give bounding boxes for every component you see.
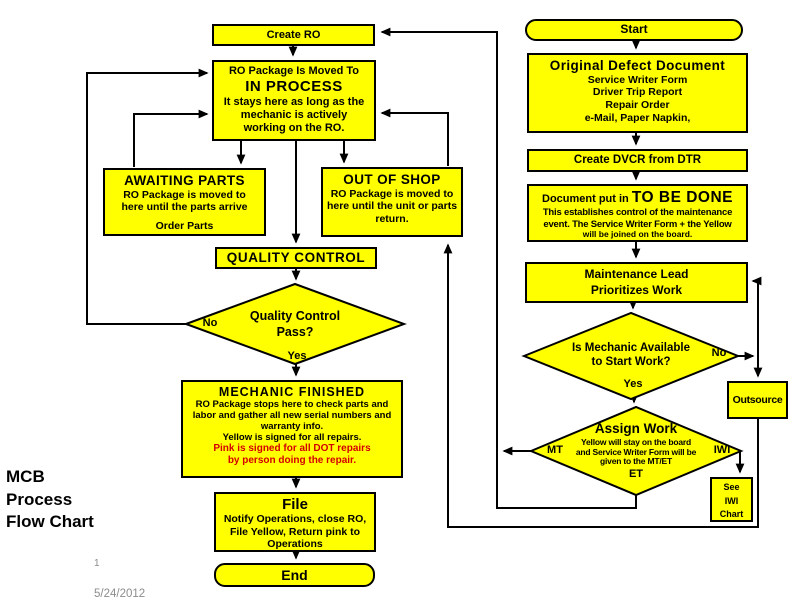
- file-body-line: File Yellow, Return pink to: [229, 525, 361, 538]
- to-be-done-node: Document put in TO BE DONE This establis…: [527, 184, 748, 242]
- assign-work-mt-label: MT: [547, 444, 563, 456]
- mechanic-available-question: Is Mechanic Available to Start Work?: [546, 341, 716, 370]
- mechanic-finished-body-line: labor and gather all new serial numbers …: [192, 410, 392, 422]
- maintenance-lead-label: Maintenance Lead Prioritizes Work: [584, 267, 688, 298]
- maintenance-lead-line: Prioritizes Work: [590, 282, 683, 297]
- original-defect-title: Original Defect Document: [549, 58, 726, 73]
- mechanic-finished-body-line: RO Package stops here to check parts and: [195, 399, 389, 411]
- start-label: Start: [620, 22, 648, 37]
- qc-yes-label: Yes: [287, 350, 307, 362]
- page-number: 1: [94, 558, 100, 569]
- mechanic-finished-body-line: warranty info.: [260, 421, 324, 433]
- qc-no-label: No: [202, 317, 218, 329]
- to-be-done-heading: Document put in TO BE DONE: [529, 189, 746, 207]
- edge-qc-no-to-in-process: [86, 68, 209, 325]
- assign-work-title: Assign Work: [594, 421, 678, 436]
- mechanic-finished-warning-line: Pink is signed for all DOT repairs: [213, 443, 371, 455]
- mechanic-finished-title: MECHANIC FINISHED: [218, 385, 366, 399]
- edge-outsource-to-out-of-shop: [443, 243, 759, 528]
- out-of-shop-body-line: RO Package is moved to: [330, 187, 454, 200]
- quality-control-label: QUALITY CONTROL: [226, 250, 366, 266]
- assign-work-body: Yellow will stay on the board and Servic…: [551, 437, 721, 467]
- maintenance-lead-node: Maintenance Lead Prioritizes Work: [525, 262, 748, 303]
- in-process-line1: RO Package Is Moved To: [228, 65, 359, 77]
- to-be-done-footnote: will be joined on the board.: [582, 228, 693, 239]
- edge-out-of-shop-to-in-process: [380, 108, 449, 166]
- original-defect-line: Driver Trip Report: [592, 86, 683, 99]
- assign-work-body-line: given to the MT/ET: [600, 456, 672, 467]
- mechanic-available-yes-label: Yes: [623, 378, 643, 390]
- file-title: File: [282, 496, 308, 513]
- mechanic-finished-warning-line: by person doing the repair.: [227, 454, 357, 466]
- slide-date: 5/24/2012: [94, 588, 146, 600]
- mechanic-finished-node: MECHANIC FINISHED RO Package stops here …: [181, 380, 403, 478]
- out-of-shop-title: OUT OF SHOP: [343, 172, 441, 187]
- assign-work-et-label: ET: [628, 468, 644, 480]
- maintenance-lead-line: Maintenance Lead: [584, 266, 689, 281]
- mechanic-available-question-line: Is Mechanic Available: [571, 342, 691, 354]
- assign-work-body-line: and Service Writer Form will be: [575, 446, 697, 457]
- edge-et-to-create-ro: [380, 27, 637, 509]
- mechanic-available-diamond: [521, 311, 741, 401]
- awaiting-parts-body-line: here until the parts arrive: [121, 201, 248, 214]
- awaiting-parts-node: AWAITING PARTS RO Package is moved to he…: [103, 168, 266, 236]
- outsource-label: Outsource: [732, 393, 783, 406]
- assign-work-body-line: Yellow will stay on the board: [581, 437, 691, 447]
- slide-title-line: Process: [6, 489, 73, 509]
- create-ro-node: Create RO: [212, 24, 375, 46]
- in-process-node: RO Package Is Moved To IN PROCESS It sta…: [212, 60, 376, 141]
- end-label: End: [281, 566, 308, 583]
- create-ro-label: Create RO: [266, 28, 321, 41]
- qc-pass-diamond: [183, 282, 407, 366]
- edge-awaiting-parts-to-in-process: [133, 109, 209, 167]
- file-body-line: Notify Operations, close RO,: [223, 513, 367, 526]
- end-node: End: [214, 563, 375, 587]
- slide-title: MCB Process Flow Chart: [6, 466, 166, 534]
- slide-title-line: Flow Chart: [6, 512, 94, 532]
- see-iwi-line: Chart: [719, 509, 744, 519]
- see-iwi-line: See: [723, 482, 740, 492]
- qc-pass-question-line: Pass?: [276, 324, 314, 339]
- awaiting-parts-body-line: RO Package is moved to: [123, 188, 246, 201]
- in-process-body-line: mechanic is actively: [240, 108, 348, 121]
- mechanic-available-no-label: No: [711, 347, 727, 359]
- file-body-line: Operations: [267, 538, 323, 550]
- out-of-shop-body-line: here until the unit or parts: [326, 200, 458, 213]
- create-dvcr-node: Create DVCR from DTR: [527, 149, 748, 172]
- to-be-done-body-line: This establishes control of the maintena…: [542, 207, 733, 219]
- awaiting-parts-title: AWAITING PARTS: [124, 173, 245, 188]
- mechanic-finished-body-line: Yellow is signed for all repairs.: [222, 432, 362, 444]
- qc-pass-question-line: Quality Control: [249, 309, 341, 323]
- outsource-node: Outsource: [727, 381, 788, 419]
- assign-work-iwi-label: IWI: [713, 444, 731, 456]
- in-process-body-line: working on the RO.: [243, 121, 345, 134]
- qc-pass-question: Quality Control Pass?: [215, 309, 375, 340]
- in-process-title: IN PROCESS: [245, 77, 343, 95]
- original-defect-line: Repair Order: [605, 99, 670, 112]
- start-node: Start: [525, 19, 743, 41]
- in-process-body-line: It stays here as long as the: [223, 95, 365, 108]
- out-of-shop-node: OUT OF SHOP RO Package is moved to here …: [321, 167, 463, 237]
- see-iwi-line: IWI: [724, 495, 739, 506]
- mechanic-available-question-line: to Start Work?: [591, 356, 671, 369]
- edge-loop-to-maintenance-lead: [751, 276, 762, 356]
- quality-control-node: QUALITY CONTROL: [215, 247, 377, 269]
- slide-title-line: MCB: [6, 467, 45, 486]
- create-dvcr-label: Create DVCR from DTR: [573, 153, 702, 166]
- to-be-done-body-line: event. The Service Writer Form + the Yel…: [543, 218, 732, 230]
- out-of-shop-body-line: return.: [375, 212, 409, 225]
- assign-work-diamond: [528, 405, 744, 497]
- to-be-done-title: TO BE DONE: [631, 189, 733, 206]
- original-defect-document-node: Original Defect Document Service Writer …: [527, 53, 748, 133]
- awaiting-parts-footer: Order Parts: [155, 219, 214, 232]
- original-defect-line: Service Writer Form: [587, 73, 688, 86]
- to-be-done-prefix: Document put in: [542, 193, 632, 205]
- file-node: File Notify Operations, close RO, File Y…: [214, 492, 376, 552]
- see-iwi-chart-node: See IWI Chart: [710, 477, 753, 522]
- original-defect-line: e-Mail, Paper Napkin,: [584, 111, 691, 124]
